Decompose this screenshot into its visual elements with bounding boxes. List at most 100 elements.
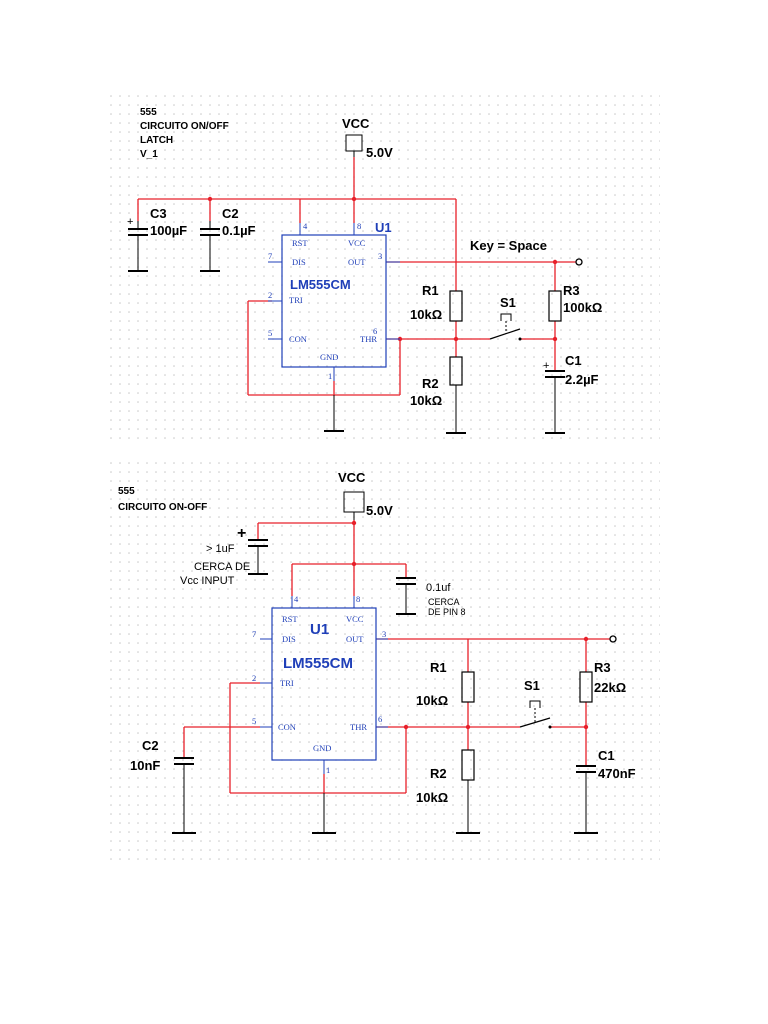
s1-ref: S1 — [524, 678, 540, 693]
r1-value: 10kΩ — [416, 693, 448, 708]
r1-ref: R1 — [422, 283, 439, 298]
pin-label-thr: THR — [350, 722, 367, 732]
bulk-cap-value: > 1uF — [206, 543, 235, 555]
schematic-latch-canvas: 555 CIRCUITO ON/OFF LATCH V_1 VCC 5.0V — [110, 95, 660, 440]
junctions — [351, 520, 589, 730]
ic-part: LM555CM — [283, 655, 353, 672]
vcc-value: 5.0V — [366, 503, 393, 518]
pin-number-8: 8 — [356, 594, 360, 604]
pin-label-out: OUT — [346, 634, 364, 644]
resistor-r3: R3 100kΩ — [548, 283, 602, 322]
pin-label-gnd: GND — [313, 743, 331, 753]
pin-label-tri: TRI — [289, 295, 303, 305]
r3-ref: R3 — [594, 660, 611, 675]
pin-number-2: 2 — [268, 290, 272, 300]
c1-ref: C1 — [565, 353, 582, 368]
r2-value: 10kΩ — [416, 790, 448, 805]
note-line-2: CIRCUITO ON-OFF — [118, 502, 207, 513]
pin-number-4: 4 — [303, 221, 308, 231]
note-line-2: CIRCUITO ON/OFF — [140, 121, 229, 132]
switch-s1: S1 — [489, 295, 522, 341]
schematic-on-off: 555 CIRCUITO ON-OFF VCC 5.0V — [110, 462, 660, 860]
c2-ref: C2 — [222, 206, 239, 221]
c1-polarity: + — [543, 360, 549, 372]
pin-number-5: 5 — [252, 716, 256, 726]
r3-ref: R3 — [563, 283, 580, 298]
ic-part: LM555CM — [290, 277, 351, 292]
c1-value: 470nF — [598, 766, 636, 781]
r3-value: 22kΩ — [594, 680, 626, 695]
vcc-label: VCC — [338, 470, 366, 485]
pin-number-3: 3 — [378, 251, 382, 261]
pin-number-3: 3 — [382, 629, 386, 639]
r3-value: 100kΩ — [563, 300, 602, 315]
c1-ref: C1 — [598, 748, 615, 763]
r2-ref: R2 — [422, 376, 439, 391]
pin-label-con: CON — [278, 722, 296, 732]
pin-number-8: 8 — [357, 221, 361, 231]
resistor-r2: R2 10kΩ — [410, 356, 466, 434]
r1-value: 10kΩ — [410, 307, 442, 322]
vcc-source: VCC 5.0V — [342, 116, 393, 160]
vcc-value: 5.0V — [366, 145, 393, 160]
c3-ref: C3 — [150, 206, 167, 221]
key-label: Key = Space — [470, 238, 547, 253]
pin-number-4: 4 — [294, 594, 299, 604]
note-line-4: V_1 — [140, 149, 158, 160]
pin-number-1: 1 — [328, 371, 332, 381]
capacitor-decoupling: 0.1uf CERCA DE PIN 8 — [396, 577, 466, 617]
decoupling-cap-value: 0.1uf — [426, 582, 451, 594]
pin-number-5: 5 — [268, 328, 272, 338]
c3-polarity: + — [127, 216, 133, 228]
c2-value: 0.1µF — [222, 223, 256, 238]
grid-dots — [110, 95, 660, 440]
pin-number-6: 6 — [373, 326, 377, 336]
ic-555: 4 8 7 2 5 3 6 1 RST VCC DIS OUT TRI CON … — [252, 594, 388, 775]
switch-s1: S1 — [519, 678, 552, 729]
bulk-cap-polarity: + — [237, 525, 246, 542]
r1-ref: R1 — [430, 660, 447, 675]
vcc-source: VCC 5.0V — [338, 470, 393, 520]
pin-number-7: 7 — [268, 251, 272, 261]
capacitor-c1: C1 470nF — [574, 748, 636, 834]
resistor-r1: R1 10kΩ — [416, 660, 475, 708]
ic-555: 4 8 7 2 5 3 6 1 RST VCC DIS OUT TRI CON … — [268, 220, 400, 381]
pin-label-con: CON — [289, 334, 307, 344]
note-line-1: 555 — [118, 486, 135, 497]
c2-value: 10nF — [130, 758, 160, 773]
wires — [183, 520, 610, 794]
resistor-r2: R2 10kΩ — [416, 749, 480, 834]
s1-ref: S1 — [500, 295, 516, 310]
pin-label-out: OUT — [348, 257, 366, 267]
pin-label-dis: DIS — [282, 634, 296, 644]
output-terminal — [575, 258, 583, 266]
schematic-latch: 555 CIRCUITO ON/OFF LATCH V_1 VCC 5.0V — [110, 95, 660, 440]
capacitor-c2: C2 10nF — [130, 738, 196, 834]
pin-number-7: 7 — [252, 629, 256, 639]
pin-label-tri: TRI — [280, 678, 294, 688]
ic-ref: U1 — [375, 220, 392, 235]
capacitor-c2: C2 0.1µF — [200, 206, 256, 272]
pin-number-2: 2 — [252, 673, 256, 683]
capacitor-c3: + C3 100µF — [127, 206, 187, 272]
capacitor-c1: + C1 2.2µF — [543, 353, 599, 434]
pin-label-vcc: VCC — [348, 238, 366, 248]
pin-label-dis: DIS — [292, 257, 306, 267]
pin-number-6: 6 — [378, 714, 382, 724]
note-line-1: 555 — [140, 107, 157, 118]
output-terminal — [609, 635, 617, 643]
resistor-r3: R3 22kΩ — [579, 660, 626, 703]
capacitor-bulk: + > 1uF CERCA DE Vcc INPUT — [180, 525, 268, 587]
pin-label-vcc: VCC — [346, 614, 364, 624]
decoupling-cap-note-1: CERCA — [428, 597, 460, 607]
junctions — [207, 196, 558, 342]
schematic-on-off-canvas: 555 CIRCUITO ON-OFF VCC 5.0V — [110, 462, 660, 860]
bulk-cap-note-2: Vcc INPUT — [180, 575, 235, 587]
c2-ref: C2 — [142, 738, 159, 753]
decoupling-cap-note-2: DE PIN 8 — [428, 607, 466, 617]
grid-dots — [110, 462, 660, 860]
ic-ref: U1 — [310, 621, 329, 638]
r2-ref: R2 — [430, 766, 447, 781]
pin-label-gnd: GND — [320, 352, 338, 362]
pin-label-thr: THR — [360, 334, 377, 344]
